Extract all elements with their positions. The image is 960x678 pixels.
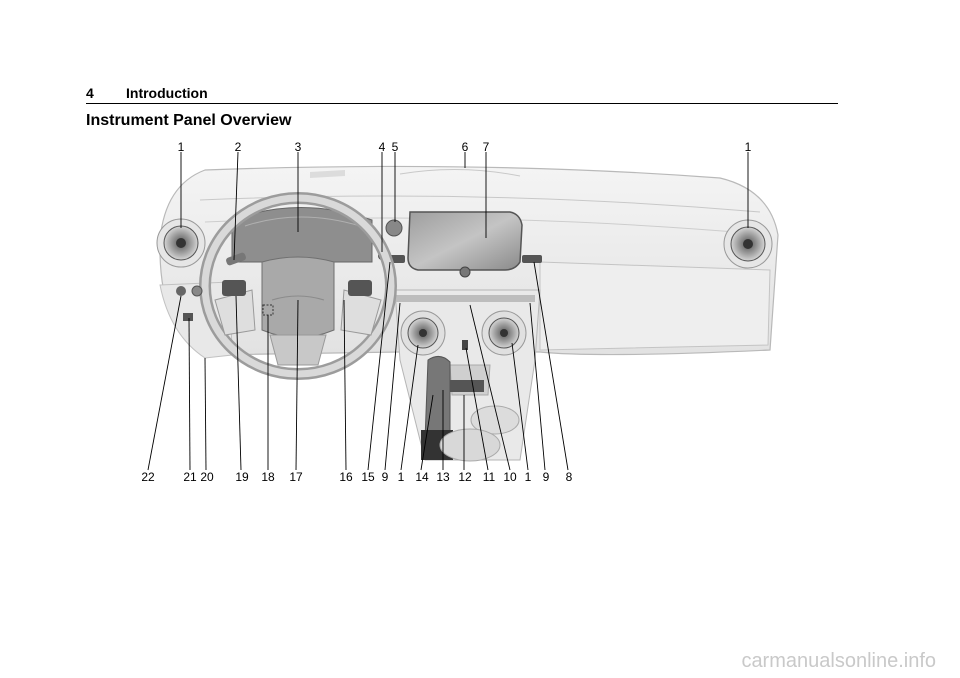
- callout-label: 8: [566, 470, 573, 484]
- callout-label: 5: [392, 140, 399, 154]
- callout-label: 12: [458, 470, 472, 484]
- callouts-top: 1 2 3 4 5 6 7 1: [178, 140, 752, 154]
- leader-lines: [147, 151, 749, 471]
- callout-label: 20: [200, 470, 214, 484]
- callout-label: 16: [339, 470, 353, 484]
- header-rule: [86, 103, 838, 104]
- callout-label: 19: [235, 470, 249, 484]
- callout-label: 1: [745, 140, 752, 154]
- callout-label: 1: [398, 470, 405, 484]
- page-number: 4: [86, 85, 94, 101]
- callouts-bottom: 22 21 20 19 18 17 16 15 9 1 14 13 12 11 …: [141, 470, 572, 484]
- air-vents: [156, 218, 773, 356]
- callout-label: 4: [379, 140, 386, 154]
- page-header: 4 Introduction: [86, 84, 838, 104]
- callout-label: 9: [543, 470, 550, 484]
- section-title: Introduction: [126, 85, 208, 101]
- callout-label: 13: [436, 470, 450, 484]
- page-title: Instrument Panel Overview: [86, 112, 292, 129]
- steering-wheel: [199, 192, 397, 380]
- callout-label: 18: [261, 470, 275, 484]
- callout-label: 17: [289, 470, 303, 484]
- callout-label: 1: [178, 140, 185, 154]
- callout-label: 10: [503, 470, 517, 484]
- watermark: carmanualsonline.info: [741, 650, 936, 672]
- callout-label: 1: [525, 470, 532, 484]
- left-controls: [176, 285, 203, 321]
- callout-label: 6: [462, 140, 469, 154]
- callout-label: 3: [295, 140, 302, 154]
- callout-label: 2: [235, 140, 242, 154]
- callout-label: 14: [415, 470, 429, 484]
- callout-label: 15: [361, 470, 375, 484]
- callout-label: 7: [483, 140, 490, 154]
- callout-label: 21: [183, 470, 197, 484]
- callout-label: 11: [483, 470, 496, 484]
- callout-label: 9: [382, 470, 389, 484]
- callout-label: 22: [141, 470, 155, 484]
